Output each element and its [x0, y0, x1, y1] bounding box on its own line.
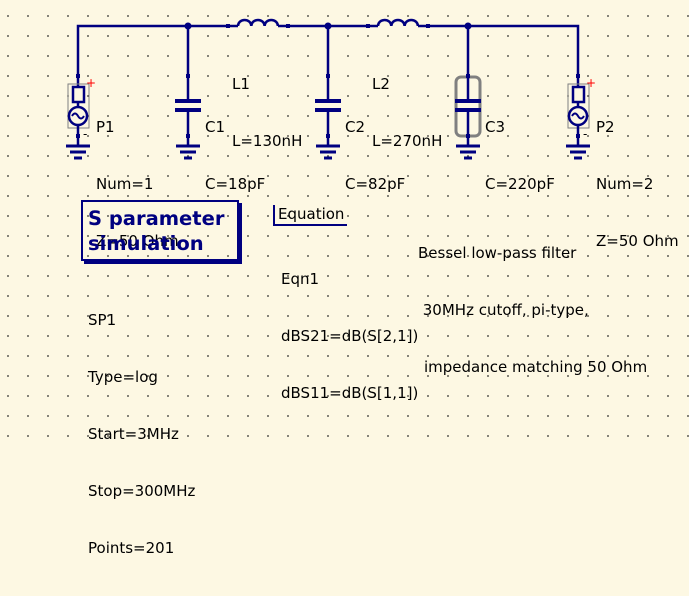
port-plus-sign: + — [586, 76, 596, 90]
equation-block-header[interactable]: Equation — [273, 205, 348, 226]
ground-icon — [566, 144, 590, 160]
label-l2[interactable]: L2 L=270nH — [372, 37, 442, 189]
inductor-icon[interactable] — [366, 18, 430, 28]
component-param: C=82pF — [345, 175, 406, 193]
sim-title-line1: S parameter — [88, 207, 225, 230]
note-line: 30MHz cutoff, pi-type, — [418, 301, 589, 319]
component-param: Z=50 Ohm — [596, 232, 679, 250]
component-param: C=220pF — [485, 175, 555, 193]
sim-param: Start=3MHz — [88, 425, 179, 443]
component-param: Z=50 Ohm — [96, 232, 179, 250]
wire-top-right[interactable] — [426, 24, 580, 88]
equation-name: Eqn1 — [281, 270, 320, 288]
component-param: L=270nH — [372, 132, 443, 150]
sim-param: Points=201 — [88, 539, 175, 557]
component-name: P2 — [596, 118, 615, 136]
sim-name: SP1 — [88, 311, 117, 329]
component-name: C1 — [205, 118, 226, 136]
component-name: C3 — [485, 118, 506, 136]
label-c1[interactable]: C1 C=18pF — [205, 80, 265, 232]
port-minus-sign: - — [83, 127, 87, 141]
equation-line: dBS21=dB(S[2,1]) — [281, 327, 419, 345]
component-name: C2 — [345, 118, 366, 136]
component-name: L2 — [372, 75, 390, 93]
port-minus-sign: - — [583, 127, 587, 141]
capacitor-icon[interactable] — [175, 74, 201, 146]
schematic-wires: + - + - — [66, 18, 596, 160]
note-text[interactable]: Bessel low-pass filter 30MHz cutoff, pi-… — [418, 206, 647, 415]
schematic-canvas[interactable]: + - + - — [0, 0, 689, 557]
label-c2[interactable]: C2 C=82pF — [345, 80, 405, 232]
sim-title-line2: simulation — [88, 232, 204, 255]
ac-power-port-icon[interactable]: + - — [67, 74, 96, 146]
capacitor-icon[interactable] — [315, 74, 341, 146]
sim-param: Type=log — [88, 368, 158, 386]
component-param: Num=2 — [596, 175, 654, 193]
s-parameter-simulation-block[interactable]: S parameter simulation — [81, 200, 239, 261]
ground-symbols — [66, 144, 590, 160]
equation-params[interactable]: Eqn1 dBS21=dB(S[2,1]) dBS11=dB(S[1,1]) — [281, 232, 418, 441]
sim-param: Stop=300MHz — [88, 482, 196, 500]
label-p2[interactable]: P2 Num=2 Z=50 Ohm — [596, 80, 679, 289]
junction-dot — [324, 22, 332, 30]
component-name: L1 — [232, 75, 250, 93]
label-p1[interactable]: P1 Num=1 Z=50 Ohm — [96, 80, 179, 289]
label-l1[interactable]: L1 L=130nH — [232, 37, 302, 189]
label-c3[interactable]: C3 C=220pF — [485, 80, 555, 232]
note-line: impedance matching 50 Ohm — [424, 358, 648, 376]
note-line: Bessel low-pass filter — [418, 244, 577, 262]
ground-icon — [316, 144, 340, 160]
component-name: P1 — [96, 118, 115, 136]
junction-dot — [464, 22, 472, 30]
ground-icon — [456, 144, 480, 160]
wire-top-left[interactable] — [76, 24, 230, 88]
inductor-icon[interactable] — [226, 18, 290, 28]
component-param: L=130nH — [232, 132, 303, 150]
port-plus-sign: + — [86, 76, 96, 90]
component-param: Num=1 — [96, 175, 154, 193]
ground-icon — [66, 144, 90, 160]
capacitor-icon-selected[interactable] — [454, 74, 482, 146]
junction-dot — [184, 22, 192, 30]
ground-icon — [176, 144, 200, 160]
equation-line: dBS11=dB(S[1,1]) — [281, 384, 419, 402]
sim-params[interactable]: SP1 Type=log Start=3MHz Stop=300MHz Poin… — [88, 273, 195, 596]
ac-power-port-icon[interactable]: + - — [567, 74, 596, 146]
component-param: C=18pF — [205, 175, 266, 193]
